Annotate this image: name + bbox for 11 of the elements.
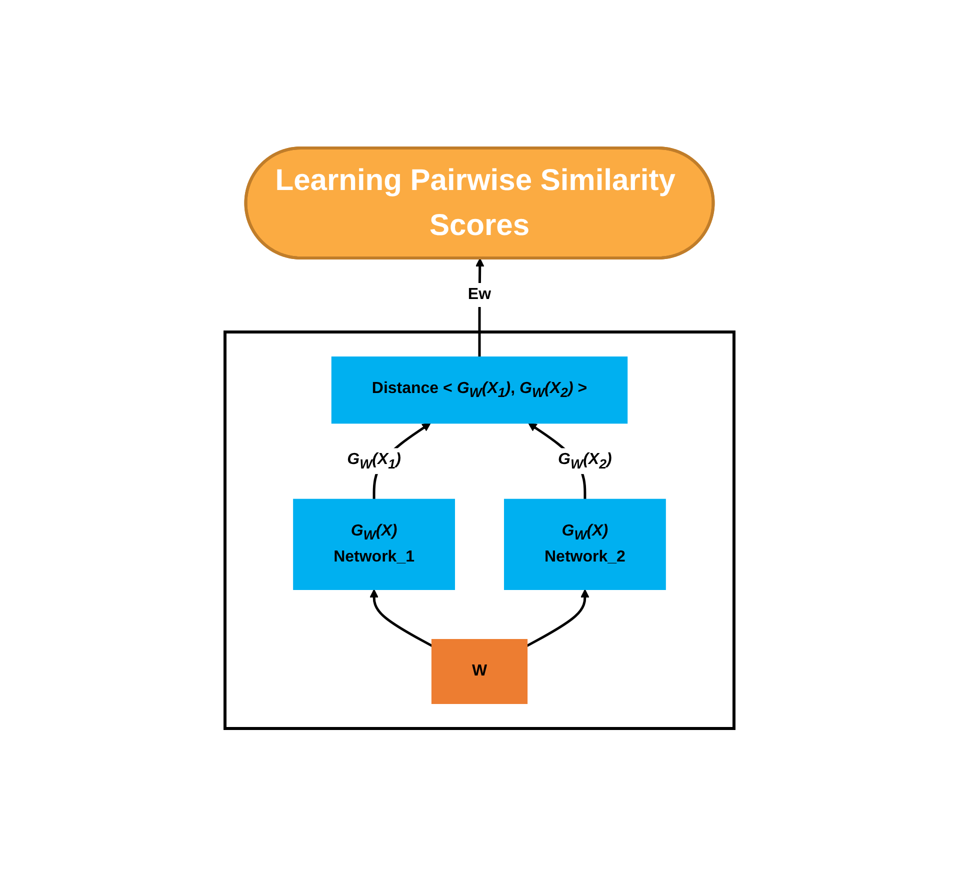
- node-box: G$_{W}$(X) Network_2: [504, 499, 666, 590]
- arrow: [526, 589, 590, 648]
- arrow: [475, 258, 484, 358]
- edge-label: G$_{W}$(X$_{1}$): [347, 451, 401, 472]
- arrow: [370, 589, 433, 648]
- node-box: Distance < G$_{W}$(X$_{1}$), G$_{W}$(X$_{2}$) >: [331, 356, 628, 424]
- edge-label: G$_{W}$(X$_{2}$): [558, 451, 612, 472]
- node-box: W: [431, 639, 528, 704]
- cluster: [224, 330, 736, 730]
- edge-label: Ew: [468, 286, 492, 304]
- node-box: G$_{W}$(X) Network_1: [293, 499, 455, 590]
